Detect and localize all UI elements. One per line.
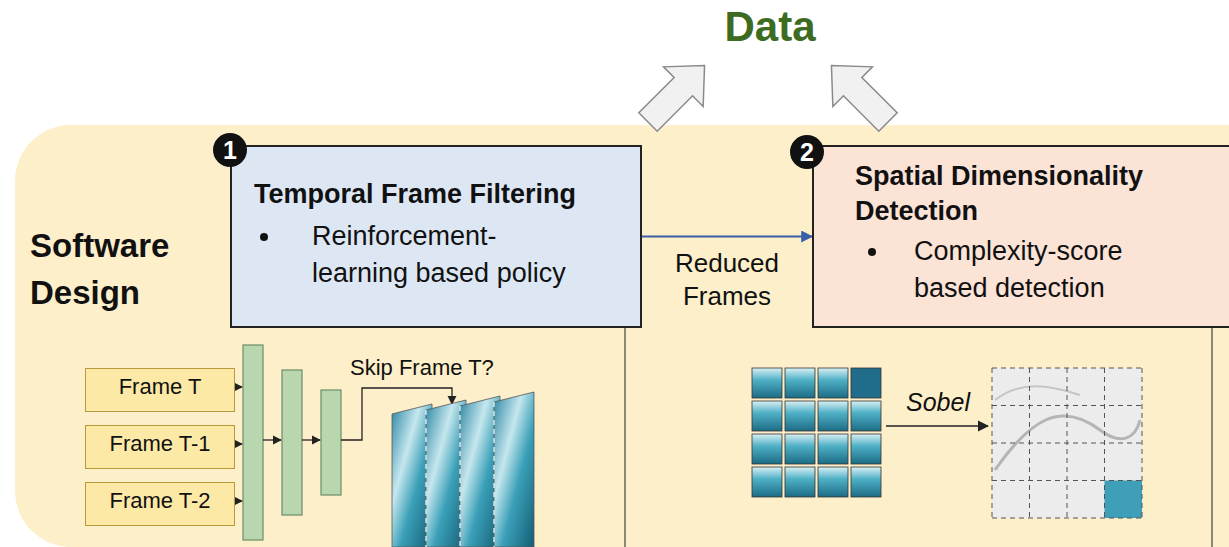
- sobel-arrow: [886, 425, 988, 427]
- frame-box: Frame T-1: [85, 425, 235, 469]
- tile: [818, 401, 848, 431]
- frame-stack: [392, 392, 534, 547]
- grid-line: [1104, 368, 1105, 518]
- grid-line: [1029, 368, 1030, 518]
- box-heading: Spatial Dimensionality Detection: [855, 159, 1205, 229]
- design-band: Software DesignTemporal Frame FilteringR…: [15, 125, 1229, 547]
- edge-texture: [995, 386, 1080, 400]
- tile: [818, 368, 848, 398]
- tiled-image: [752, 368, 881, 497]
- bullet-text: Complexity-score based detection: [914, 233, 1176, 306]
- tile: [785, 368, 815, 398]
- tile: [851, 401, 881, 431]
- grid-line: [992, 405, 1142, 406]
- grid-line: [1142, 368, 1143, 518]
- grid-line: [992, 443, 1142, 444]
- tile: [851, 467, 881, 497]
- tile: [752, 434, 782, 464]
- skip-question: Skip Frame T?: [350, 355, 494, 381]
- tile: [851, 434, 881, 464]
- tile: [851, 368, 881, 398]
- tile: [818, 467, 848, 497]
- edge-map: [992, 368, 1142, 518]
- bullet-row: Complexity-score based detection: [855, 233, 1229, 306]
- grid-line: [992, 368, 993, 518]
- highlight-tile: [1105, 481, 1143, 519]
- tile: [752, 401, 782, 431]
- tile: [785, 434, 815, 464]
- process-box: Spatial Dimensionality DetectionComplexi…: [812, 145, 1229, 328]
- tile: [818, 434, 848, 464]
- grid-line: [992, 368, 1142, 369]
- frame-label: Frame T: [86, 369, 234, 404]
- tile: [785, 467, 815, 497]
- box-heading: Temporal Frame Filtering: [254, 177, 624, 212]
- up-arrow: [628, 46, 724, 142]
- callout-number: 1: [213, 133, 247, 167]
- tile: [752, 467, 782, 497]
- tile: [785, 401, 815, 431]
- frame-label: Frame T-1: [86, 426, 234, 461]
- flow-arrow: [642, 236, 812, 238]
- edge-label: Reduced Frames: [646, 247, 808, 315]
- up-arrow: [812, 46, 908, 142]
- callout-number: 2: [790, 135, 824, 169]
- frame-box: Frame T: [85, 368, 235, 412]
- diagram-heading: Data: [670, 2, 870, 52]
- grid-line: [992, 480, 1142, 481]
- operator-label: Sobel: [906, 387, 970, 417]
- edge-texture: [995, 416, 1140, 470]
- process-box: Temporal Frame FilteringReinforcement-le…: [230, 145, 642, 328]
- divider: [1211, 328, 1212, 547]
- frame-label: Frame T-2: [86, 483, 234, 518]
- edge-map-ground: [992, 368, 1142, 518]
- tile: [752, 368, 782, 398]
- divider: [624, 328, 625, 547]
- bullet-text: Reinforcement-learning based policy: [312, 218, 584, 291]
- bullet-dot: [260, 233, 268, 241]
- bullet-row: Reinforcement-learning based policy: [254, 218, 624, 291]
- grid-line: [992, 518, 1142, 519]
- frame-box: Frame T-2: [85, 482, 235, 526]
- bullet-dot: [868, 248, 876, 256]
- grid-line: [1067, 368, 1068, 518]
- band-title: Software Design: [30, 223, 225, 317]
